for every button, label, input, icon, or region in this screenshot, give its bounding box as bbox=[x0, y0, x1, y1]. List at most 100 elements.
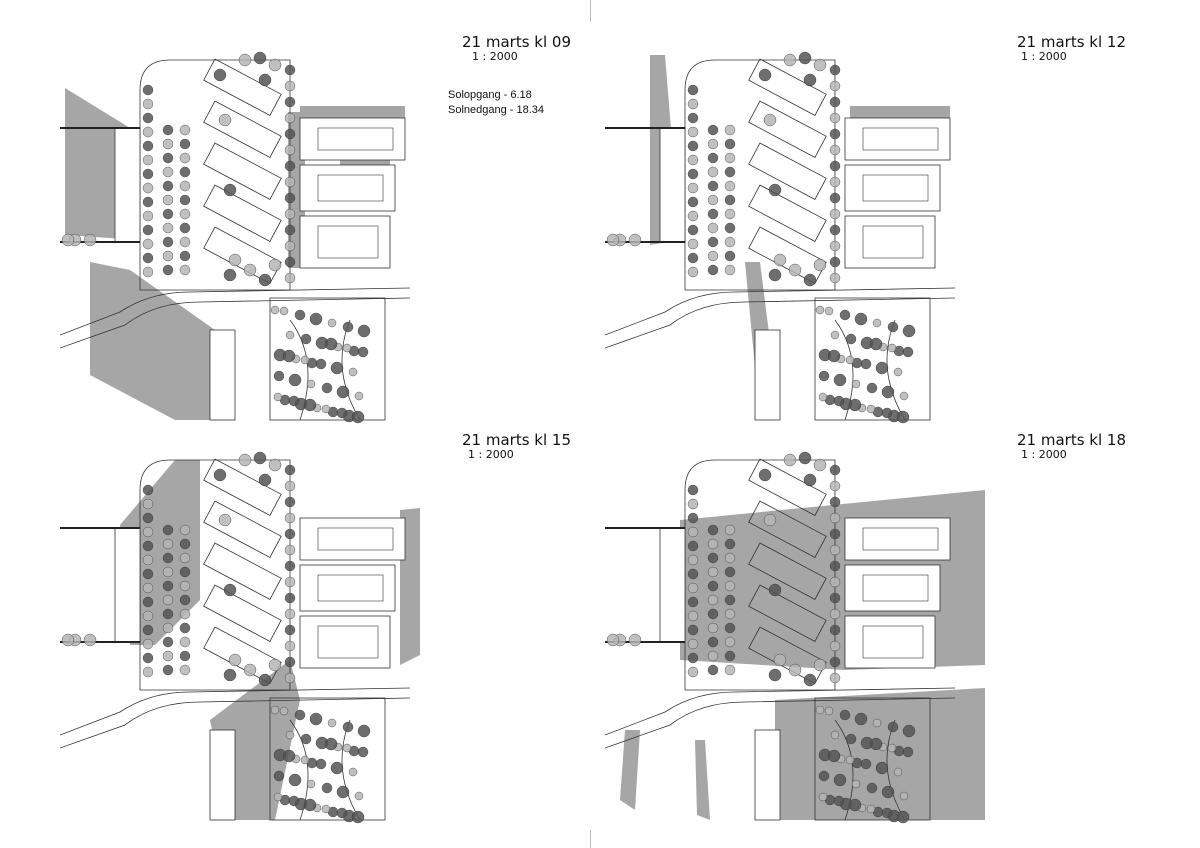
tree-icon bbox=[687, 210, 699, 222]
road-edge bbox=[605, 297, 956, 349]
tree-icon bbox=[179, 566, 191, 578]
tree-icon bbox=[268, 258, 282, 272]
tree-icon bbox=[142, 624, 154, 636]
tree-icon bbox=[687, 112, 699, 124]
tree-icon bbox=[758, 68, 772, 82]
tree-icon bbox=[724, 264, 736, 276]
tree-icon bbox=[303, 798, 317, 812]
tree-icon bbox=[707, 622, 719, 634]
tree-icon bbox=[687, 540, 699, 552]
road-edge bbox=[60, 297, 411, 349]
tree-icon bbox=[284, 624, 296, 636]
building-southwest bbox=[209, 729, 236, 821]
tree-icon bbox=[228, 253, 242, 267]
tree-icon bbox=[162, 594, 174, 606]
tree-icon bbox=[284, 144, 296, 156]
tree-icon bbox=[893, 767, 903, 777]
tree-icon bbox=[687, 512, 699, 524]
tree-icon bbox=[162, 264, 174, 276]
panel-title: 21 marts kl 12 bbox=[1017, 33, 1126, 51]
tree-icon bbox=[829, 672, 841, 684]
tree-icon bbox=[687, 596, 699, 608]
tree-icon bbox=[142, 266, 154, 278]
tree-icon bbox=[162, 250, 174, 262]
tree-icon bbox=[357, 324, 371, 338]
tree-icon bbox=[273, 392, 283, 402]
tree-icon bbox=[798, 51, 812, 65]
park-outline bbox=[269, 297, 386, 421]
tree-icon bbox=[162, 608, 174, 620]
tree-icon bbox=[707, 608, 719, 620]
tree-icon bbox=[768, 668, 782, 682]
panel-title: 21 marts kl 18 bbox=[1017, 431, 1126, 449]
tree-icon bbox=[315, 758, 327, 770]
parking-row bbox=[203, 542, 282, 600]
tree-icon bbox=[324, 337, 338, 351]
parking-lot-outline bbox=[684, 59, 836, 291]
tree-icon bbox=[845, 733, 857, 745]
tree-icon bbox=[288, 773, 302, 787]
tree-icon bbox=[724, 538, 736, 550]
tree-icon bbox=[258, 673, 272, 687]
tree-icon bbox=[294, 709, 306, 721]
tree-icon bbox=[284, 128, 296, 140]
building-west bbox=[659, 527, 686, 643]
tree-icon bbox=[162, 236, 174, 248]
tree-icon bbox=[238, 53, 252, 67]
tree-icon bbox=[342, 743, 352, 753]
tree-icon bbox=[357, 724, 371, 738]
tree-icon bbox=[724, 552, 736, 564]
tree-icon bbox=[162, 524, 174, 536]
tree-icon bbox=[162, 580, 174, 592]
tree-icon bbox=[321, 382, 333, 394]
tree-icon bbox=[724, 524, 736, 536]
tree-icon bbox=[824, 706, 834, 716]
tree-icon bbox=[687, 582, 699, 594]
tree-icon bbox=[829, 624, 841, 636]
tree-icon bbox=[829, 512, 841, 524]
tree-icon bbox=[309, 312, 323, 326]
parking-row bbox=[203, 458, 282, 516]
tree-icon bbox=[707, 664, 719, 676]
tree-icon bbox=[162, 636, 174, 648]
panel-title: 21 marts kl 15 bbox=[462, 431, 571, 449]
tree-icon bbox=[142, 98, 154, 110]
tree-icon bbox=[284, 608, 296, 620]
tree-icon bbox=[321, 404, 331, 414]
tree-icon bbox=[179, 580, 191, 592]
tree-icon bbox=[829, 528, 841, 540]
building-southwest bbox=[754, 329, 781, 421]
tree-icon bbox=[899, 391, 909, 401]
shadow-area bbox=[90, 262, 215, 420]
tree-icon bbox=[162, 124, 174, 136]
tree-icon bbox=[162, 194, 174, 206]
shadow-area bbox=[160, 490, 200, 530]
tree-icon bbox=[628, 233, 642, 247]
tree-icon bbox=[707, 152, 719, 164]
tree-icon bbox=[270, 305, 280, 315]
tree-icon bbox=[724, 650, 736, 662]
tree-icon bbox=[707, 180, 719, 192]
tree-icon bbox=[724, 580, 736, 592]
building-courtyard bbox=[862, 574, 929, 602]
building-courtyard bbox=[317, 127, 394, 151]
tree-icon bbox=[142, 154, 154, 166]
parking-row bbox=[748, 58, 827, 116]
tree-icon bbox=[61, 633, 75, 647]
tree-icon bbox=[829, 656, 841, 668]
tree-icon bbox=[218, 513, 232, 527]
tree-icon bbox=[258, 273, 272, 287]
tree-icon bbox=[284, 576, 296, 588]
tree-icon bbox=[179, 236, 191, 248]
tree-icon bbox=[179, 664, 191, 676]
tree-icon bbox=[142, 526, 154, 538]
tree-icon bbox=[768, 268, 782, 282]
tree-icon bbox=[887, 743, 897, 753]
tree-icon bbox=[179, 124, 191, 136]
tree-icon bbox=[687, 638, 699, 650]
tree-icon bbox=[142, 512, 154, 524]
tree-icon bbox=[687, 498, 699, 510]
tree-icon bbox=[687, 624, 699, 636]
tree-icon bbox=[829, 640, 841, 652]
tree-icon bbox=[142, 582, 154, 594]
